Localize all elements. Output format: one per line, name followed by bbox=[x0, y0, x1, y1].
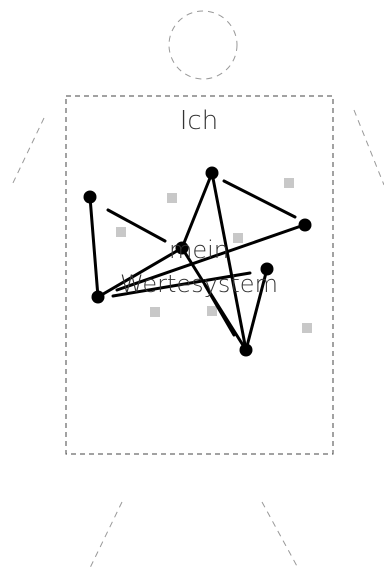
network-edge bbox=[106, 208, 167, 243]
network-edge bbox=[111, 271, 252, 298]
marker-square bbox=[233, 233, 243, 243]
value-network-nodes bbox=[83, 166, 312, 357]
right-leg-outline bbox=[261, 501, 299, 569]
marker-square bbox=[302, 323, 312, 333]
figure-outline bbox=[11, 10, 384, 571]
marker-square bbox=[167, 193, 177, 203]
self-box bbox=[65, 95, 334, 455]
network-edge bbox=[203, 283, 236, 337]
network-edge bbox=[96, 246, 184, 299]
network-edge bbox=[88, 195, 100, 299]
center-label-line1: mein bbox=[169, 236, 229, 264]
network-edge bbox=[115, 223, 306, 292]
value-network-edges bbox=[88, 171, 306, 352]
marker-square bbox=[150, 307, 160, 317]
value-markers bbox=[116, 178, 312, 333]
network-node bbox=[91, 290, 105, 304]
network-edge bbox=[210, 171, 248, 352]
self-title: Ich bbox=[180, 106, 218, 136]
head-outline bbox=[168, 10, 238, 80]
right-arm-outline bbox=[353, 109, 384, 186]
network-node bbox=[260, 262, 274, 276]
network-node bbox=[205, 166, 219, 180]
marker-square bbox=[284, 178, 294, 188]
left-arm-outline bbox=[11, 117, 45, 186]
network-edge bbox=[244, 267, 269, 352]
network-node bbox=[175, 241, 189, 255]
network-node bbox=[298, 218, 312, 232]
network-edge bbox=[222, 179, 297, 219]
marker-square bbox=[116, 227, 126, 237]
network-node bbox=[239, 343, 253, 357]
left-leg-outline bbox=[88, 501, 123, 571]
network-node bbox=[83, 190, 97, 204]
marker-square bbox=[207, 306, 217, 316]
network-edge bbox=[180, 171, 214, 250]
center-label-line2: Wertesystem bbox=[120, 270, 278, 298]
